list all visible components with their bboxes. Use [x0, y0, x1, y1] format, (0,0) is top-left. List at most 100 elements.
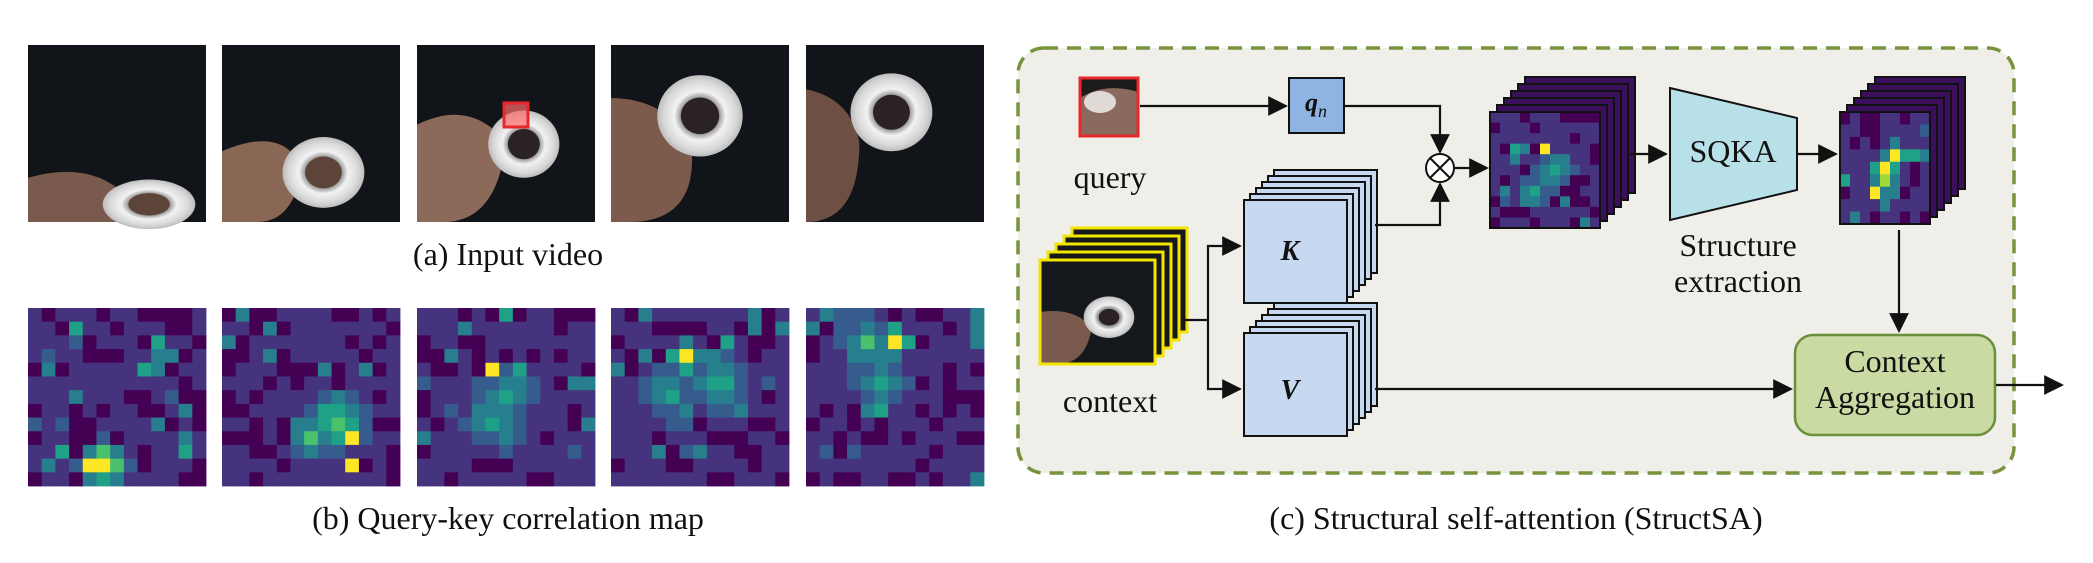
heatmap-cell	[499, 335, 514, 350]
heatmap-cell	[806, 390, 821, 405]
heatmap-cell	[526, 335, 541, 350]
heatmap-cell	[929, 349, 944, 364]
heatmap-cell	[55, 308, 70, 323]
heatmap-cell	[249, 444, 264, 460]
heatmap-cell	[96, 472, 111, 487]
heatmap-cell	[874, 472, 889, 487]
heatmap-cell	[178, 403, 193, 418]
heatmap-cell	[888, 349, 903, 364]
heatmap-cell	[1840, 186, 1851, 200]
heatmap-cell	[386, 390, 401, 405]
heatmap-cell	[638, 308, 653, 323]
heatmap-cell	[1590, 112, 1601, 123]
heatmap-cell	[358, 403, 374, 418]
heatmap-cell	[956, 335, 971, 350]
heatmap-cell	[82, 390, 97, 405]
heatmap-cell	[499, 390, 514, 405]
heatmap-cell	[471, 362, 486, 377]
heatmap-cell	[1560, 206, 1571, 218]
heatmap-cell	[345, 403, 360, 418]
heatmap-cell	[444, 390, 459, 405]
context-frame-stack	[1038, 226, 1189, 366]
heatmap-cell	[956, 472, 971, 487]
heatmap-cell	[540, 403, 555, 418]
heatmap-cell	[1570, 185, 1581, 197]
heatmap-cell	[1850, 112, 1861, 125]
heatmap-cell	[304, 362, 319, 377]
heatmap-cell	[1890, 199, 1901, 212]
heatmap-cell	[734, 431, 749, 446]
heatmap-cell	[358, 390, 374, 405]
structsa-diagram	[1016, 46, 2064, 475]
heatmap-cell	[624, 362, 639, 377]
heatmap-cell	[847, 335, 862, 350]
heatmap-cell	[942, 458, 958, 473]
heatmap-cell	[192, 321, 207, 336]
heatmap-cell	[249, 335, 264, 350]
heatmap-cell	[458, 362, 473, 377]
heatmap-cell	[178, 390, 193, 405]
heatmap-cell	[41, 308, 56, 323]
heatmap-cell	[761, 390, 776, 405]
heatmap-cell	[567, 362, 582, 377]
heatmap-cell	[1910, 211, 1921, 225]
heatmap-cell	[665, 308, 680, 323]
heatmap-cell	[1910, 136, 1921, 150]
heatmap-cell	[235, 335, 250, 350]
heatmap-cell	[1530, 143, 1541, 155]
heatmap-cell	[290, 335, 305, 350]
heatmap-cell	[901, 458, 916, 473]
heatmap-cell	[28, 308, 43, 323]
heatmap-cell	[638, 390, 653, 405]
heatmap-cell	[1860, 199, 1871, 212]
heatmap-cell	[706, 403, 721, 418]
heatmap-cell	[1490, 143, 1501, 155]
heatmap-cell	[929, 417, 944, 432]
heatmap-cell	[611, 444, 626, 460]
heatmap-cell	[1550, 154, 1561, 166]
heatmap-cell	[888, 362, 903, 377]
heatmap-cell	[706, 349, 721, 364]
heatmap-cell	[249, 349, 264, 364]
heatmap-cell	[471, 321, 486, 336]
heatmap-cell	[638, 444, 653, 460]
heatmap-cell	[276, 431, 291, 446]
heatmap-cell	[847, 431, 862, 446]
arrow-q-to-multiply	[1345, 104, 1450, 154]
heatmap-cell	[720, 335, 735, 350]
heatmap-cell	[1510, 185, 1521, 197]
heatmap-cell	[1570, 206, 1581, 218]
heatmap-cell	[164, 362, 180, 377]
heatmap-cell	[178, 349, 193, 364]
heatmap-cell	[358, 417, 374, 432]
heatmap-cell	[512, 444, 527, 460]
heatmap-cell	[512, 362, 527, 377]
heatmap-cell	[1540, 164, 1551, 176]
heatmap-cell	[1500, 164, 1511, 176]
heatmap-cell	[151, 308, 166, 323]
heatmap-cell	[178, 335, 193, 350]
heatmap-cell	[345, 308, 360, 323]
heatmap-cell	[734, 458, 749, 473]
heatmap-cell	[499, 431, 514, 446]
heatmap-cell	[652, 376, 667, 391]
heatmap-cell	[526, 417, 541, 432]
heatmap-cell	[123, 349, 138, 364]
heatmap-cell	[417, 472, 432, 487]
heatmap-cell	[471, 417, 486, 432]
heatmap-cell	[55, 349, 70, 364]
heatmap-cell	[970, 390, 985, 405]
heatmap-cell	[1580, 206, 1591, 218]
heatmap-cell	[720, 417, 735, 432]
heatmap-cell	[819, 362, 834, 377]
heatmap-cell	[624, 335, 639, 350]
heatmap-cell	[526, 349, 541, 364]
heatmap-cell	[372, 403, 387, 418]
heatmap-cell	[458, 472, 473, 487]
heatmap-cell	[624, 458, 639, 473]
heatmap-cell	[358, 362, 374, 377]
heatmap-cell	[747, 390, 763, 405]
heatmap-cell	[567, 417, 582, 432]
heatmap-cell	[956, 349, 971, 364]
heatmap-cell	[1590, 217, 1601, 229]
